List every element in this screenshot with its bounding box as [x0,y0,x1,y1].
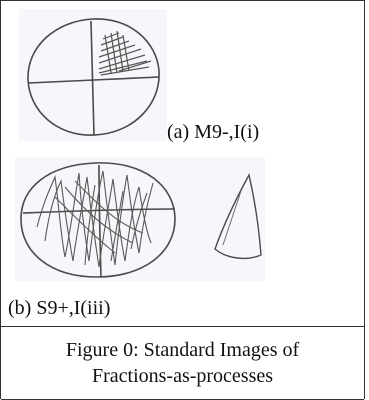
panel-b-label: (b) S9+,I(iii) [8,298,110,318]
figure-caption-cell: Figure 0: Standard Images of Fractions-a… [1,327,364,400]
figure-caption: Figure 0: Standard Images of Fractions-a… [1,337,364,389]
panel-a-label: (a) M9-,I(i) [167,122,259,142]
caption-line-1: Figure 0: Standard Images of [1,337,364,363]
caption-line-2: Fractions-as-processes [1,363,364,389]
figure-images-cell: (a) M9-,I(i) [1,1,364,327]
sketch-a-image [19,9,167,141]
sketch-b-image [15,157,265,281]
circle-fraction-icon [19,9,167,141]
oval-fraction-icon [15,157,265,281]
